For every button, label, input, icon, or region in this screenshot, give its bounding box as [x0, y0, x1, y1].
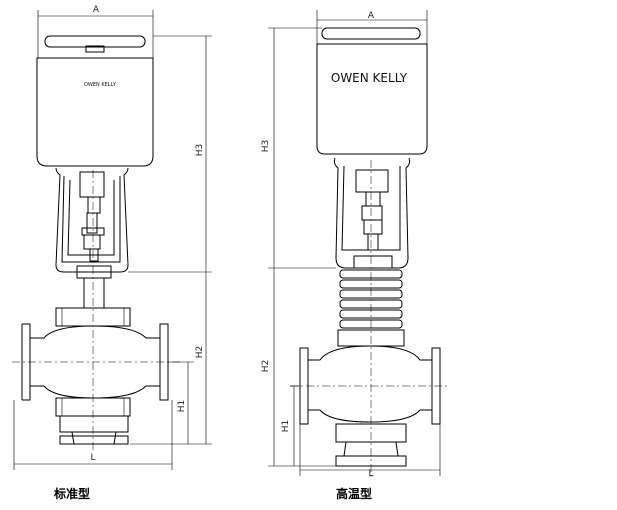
- standard-type-caption: 标准型: [53, 486, 90, 501]
- standard-valve: [12, 10, 212, 470]
- left-dim-a-label: A: [93, 5, 100, 15]
- right-dim-a-label: A: [368, 11, 375, 21]
- left-dim-h1-label: H1: [177, 400, 187, 413]
- high-temp-type-caption: 高温型: [336, 486, 372, 501]
- right-dim-h1-label: H1: [281, 420, 291, 433]
- right-dim-h3-label: H3: [261, 140, 271, 153]
- left-dim-h3-label: H3: [195, 144, 205, 157]
- high-temp-valve: [268, 10, 450, 478]
- right-logo: OWEN KELLY: [331, 71, 408, 85]
- left-dim-h2-label: H2: [195, 346, 205, 359]
- left-dim-l-label: L: [90, 453, 95, 463]
- right-dim-h2-label: H2: [261, 360, 271, 373]
- left-logo: OWEN KELLY: [84, 82, 117, 88]
- right-dim-l-label: L: [368, 469, 373, 479]
